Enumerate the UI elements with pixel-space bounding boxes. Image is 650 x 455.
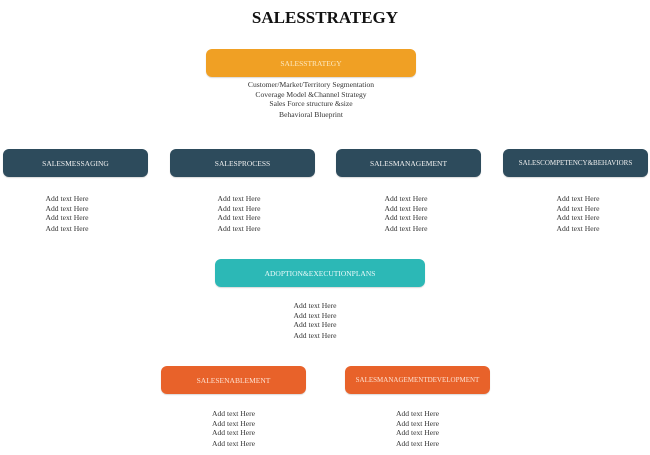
sales-messaging-box: SALESMESSAGING	[3, 149, 148, 177]
detail-line: Add text Here	[395, 428, 439, 437]
detail-line: Add text Here	[217, 213, 261, 222]
sales-strategy-label: SALESSTRATEGY	[280, 58, 342, 68]
detail-line: Coverage Model &Channel Strategy	[255, 89, 367, 99]
sales-management-details: Add text Here Add text Here Add text Her…	[336, 194, 476, 233]
detail-line: Add text Here	[293, 310, 337, 320]
detail-line: Add text Here	[45, 223, 89, 233]
sales-enablement-details: Add text Here Add text Here Add text Her…	[161, 409, 306, 448]
sales-messaging-label: SALESMESSAGING	[42, 158, 109, 168]
sales-process-label: SALESPROCESS	[214, 158, 271, 168]
detail-line: Add text Here	[217, 203, 261, 213]
detail-line: Add text Here	[395, 409, 439, 418]
detail-line: Add text Here	[293, 301, 337, 310]
detail-line: Add text Here	[211, 428, 255, 437]
detail-line: Add text Here	[211, 418, 255, 428]
sales-process-details: Add text Here Add text Here Add text Her…	[170, 194, 308, 233]
detail-line: Customer/Market/Territory Segmentation	[247, 80, 375, 89]
detail-line: Add text Here	[395, 418, 439, 428]
sales-enablement-box: SALESENABLEMENT	[161, 366, 306, 394]
sales-strategy-details: Customer/Market/Territory Segmentation C…	[206, 80, 416, 119]
page-title: SALESSTRATEGY	[251, 8, 399, 27]
detail-line: Add text Here	[556, 223, 600, 233]
detail-line: Add text Here	[556, 213, 600, 222]
sales-strategy-box: SALESSTRATEGY	[206, 49, 416, 77]
sales-management-development-label: SALESMANAGEMENTDEVELOPMENT	[355, 376, 480, 384]
detail-line: Add text Here	[556, 194, 600, 203]
adoption-execution-box: ADOPTION&EXECUTIONPLANS	[215, 259, 425, 287]
sales-competency-details: Add text Here Add text Here Add text Her…	[503, 194, 650, 233]
sales-enablement-label: SALESENABLEMENT	[196, 375, 271, 385]
detail-line: Add text Here	[45, 194, 89, 203]
sales-competency-box: SALESCOMPETENCY&BEHAVIORS	[503, 149, 648, 177]
detail-line: Add text Here	[217, 194, 261, 203]
detail-line: Add text Here	[556, 203, 600, 213]
detail-line: Add text Here	[395, 438, 439, 448]
detail-line: Sales Force structure &size	[269, 99, 353, 108]
detail-line: Add text Here	[211, 409, 255, 418]
detail-line: Add text Here	[293, 330, 337, 340]
adoption-execution-details: Add text Here Add text Here Add text Her…	[215, 301, 415, 340]
detail-line: Behavioral Blueprint	[279, 109, 343, 119]
sales-management-box: SALESMANAGEMENT	[336, 149, 481, 177]
sales-messaging-details: Add text Here Add text Here Add text Her…	[3, 194, 131, 233]
detail-line: Add text Here	[217, 223, 261, 233]
detail-line: Add text Here	[384, 203, 428, 213]
adoption-execution-label: ADOPTION&EXECUTIONPLANS	[264, 268, 376, 278]
detail-line: Add text Here	[384, 194, 428, 203]
detail-line: Add text Here	[45, 213, 89, 222]
sales-management-label: SALESMANAGEMENT	[369, 158, 448, 168]
sales-management-development-box: SALESMANAGEMENTDEVELOPMENT	[345, 366, 490, 394]
sales-competency-label: SALESCOMPETENCY&BEHAVIORS	[518, 159, 633, 167]
detail-line: Add text Here	[384, 223, 428, 233]
detail-line: Add text Here	[211, 438, 255, 448]
detail-line: Add text Here	[45, 203, 89, 213]
sales-management-development-details: Add text Here Add text Here Add text Her…	[345, 409, 490, 448]
detail-line: Add text Here	[293, 320, 337, 329]
sales-process-box: SALESPROCESS	[170, 149, 315, 177]
detail-line: Add text Here	[384, 213, 428, 222]
